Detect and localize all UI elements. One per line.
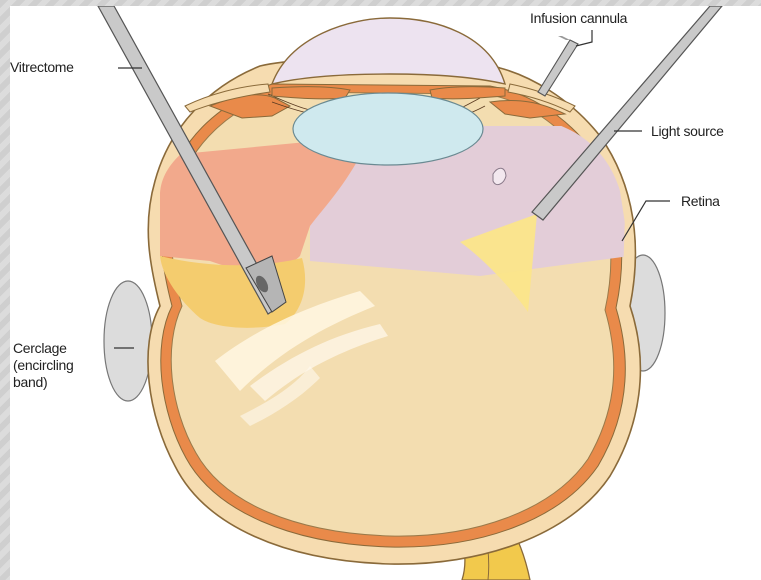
lens: [293, 93, 483, 165]
cornea: [272, 18, 505, 84]
eye-diagram: [10, 6, 761, 580]
iris-right: [430, 87, 505, 99]
cerclage-label-line3: band): [13, 374, 47, 390]
diagram-panel: Vitrectome Infusion cannula Light source…: [10, 6, 761, 580]
iris-left: [272, 87, 350, 99]
cerclage-band-left: [104, 281, 152, 401]
infusion-cannula-label: Infusion cannula: [530, 10, 627, 26]
retina-label: Retina: [681, 193, 720, 209]
light-source-label: Light source: [651, 123, 724, 139]
cerclage-label-line1: Cerclage: [13, 340, 67, 356]
vitrectome-label: Vitrectome: [10, 59, 74, 75]
cerclage-label-line2: (encircling: [13, 357, 74, 373]
infusion-cannula-instrument: [538, 36, 578, 96]
